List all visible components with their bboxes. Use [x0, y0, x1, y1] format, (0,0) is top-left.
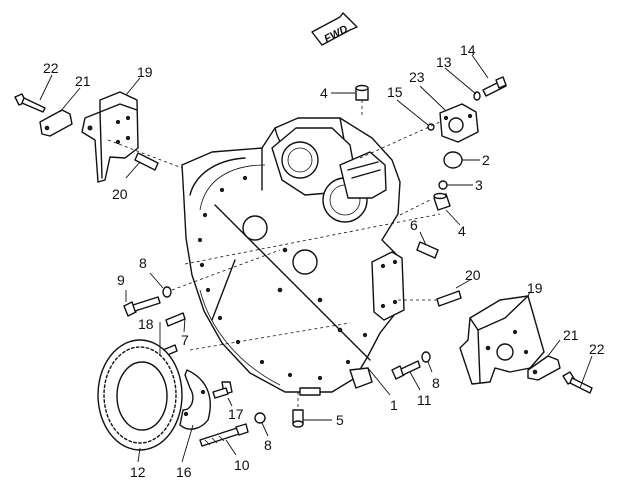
callout-16: 16 [176, 464, 192, 480]
assembly-axis-lines [184, 199, 441, 351]
callout-10: 10 [234, 457, 250, 473]
callout-11: 11 [417, 392, 432, 408]
sensor-cover [439, 103, 479, 143]
callout-5: 5 [336, 412, 344, 428]
callout-4-side: 4 [458, 223, 466, 239]
long-bolt-10 [199, 423, 249, 447]
left-stopper-plate [39, 109, 73, 137]
housing-side-pad [371, 251, 405, 321]
callout-22-right: 22 [589, 341, 605, 357]
callout-23: 23 [409, 69, 425, 85]
pin-7 [165, 312, 186, 327]
callout-2: 2 [482, 152, 490, 168]
forward-direction-arrow: FWD [311, 12, 358, 46]
flywheel-housing [181, 117, 403, 396]
side-plug [433, 192, 451, 211]
ring-gear [97, 339, 183, 451]
callout-17: 17 [228, 406, 244, 422]
callout-1: 1 [390, 397, 398, 413]
bolt-11 [391, 360, 421, 380]
callout-15: 15 [387, 84, 403, 100]
washer-3 [438, 180, 448, 190]
cover-plate-16 [179, 369, 211, 430]
top-plug [355, 84, 369, 118]
callout-3: 3 [475, 177, 483, 193]
dowel-pin-6 [416, 241, 439, 259]
callout-8-right: 8 [432, 375, 440, 391]
callout-20-left: 20 [112, 186, 128, 202]
callout-19-right: 19 [527, 280, 543, 296]
cover-bolt [482, 76, 507, 97]
callout-6: 6 [410, 217, 418, 233]
cover-o-ring [359, 121, 441, 159]
o-ring [443, 151, 463, 169]
left-bolt [14, 93, 46, 113]
right-bolt [562, 371, 593, 394]
housing-bolt-holes [197, 175, 368, 381]
callout-20-right: 20 [465, 267, 481, 283]
callout-4-top: 4 [320, 85, 328, 101]
callout-12: 12 [130, 464, 146, 480]
callout-8-bottom: 8 [264, 437, 272, 453]
washer-8-left [162, 249, 281, 298]
callout-22-left: 22 [43, 60, 59, 76]
callout-21-left: 21 [75, 73, 91, 89]
callout-13: 13 [436, 54, 452, 70]
callout-21-right: 21 [563, 327, 579, 343]
callout-leader-lines [39, 54, 593, 463]
right-mounting-bracket [459, 295, 545, 385]
callout-18: 18 [138, 316, 154, 332]
left-mounting-bracket [81, 91, 139, 183]
callout-9: 9 [117, 272, 125, 288]
callout-19-left: 19 [137, 64, 153, 80]
callout-14: 14 [460, 42, 476, 58]
drain-plug [292, 392, 304, 428]
right-dowel-pin [436, 290, 462, 307]
washer-8-bottom [254, 412, 266, 424]
callout-numbers: 22 21 19 20 4 15 23 13 14 2 3 4 6 20 19 … [43, 42, 605, 480]
callout-7: 7 [181, 332, 189, 348]
bolt-9 [123, 296, 161, 317]
left-dowel-pin [107, 139, 183, 171]
washer-8-right [421, 351, 431, 363]
callout-8-left: 8 [139, 255, 147, 271]
bolt-17 [212, 381, 233, 399]
